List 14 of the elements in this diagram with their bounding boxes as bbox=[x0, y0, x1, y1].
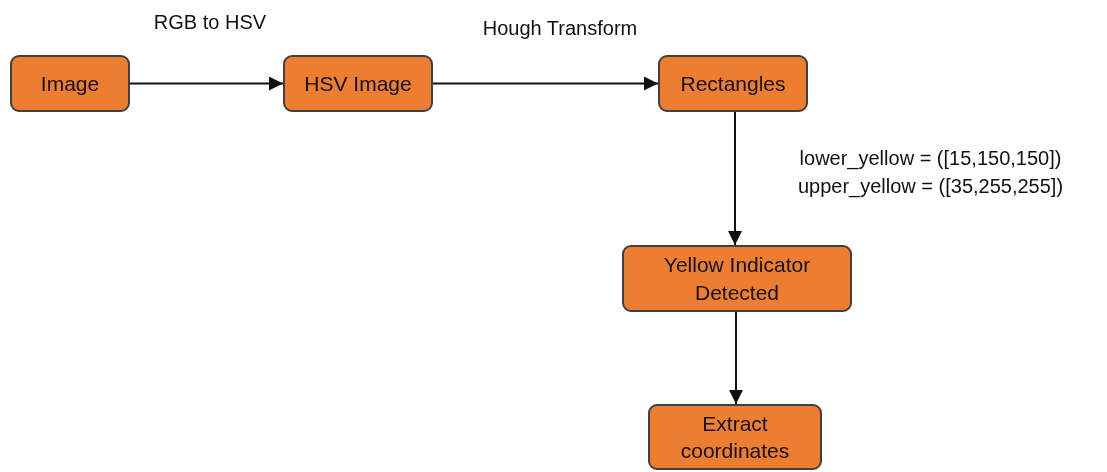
arrow bbox=[729, 311, 743, 405]
arrow bbox=[129, 76, 284, 91]
process-box bbox=[283, 55, 433, 112]
arrow bbox=[432, 76, 659, 91]
box-label: HSV Image bbox=[304, 70, 412, 97]
box-label: Yellow Indicator Detected bbox=[662, 252, 812, 306]
box-label: Image bbox=[40, 70, 100, 97]
box-label: Rectangles bbox=[680, 70, 786, 97]
process-box bbox=[648, 404, 822, 470]
process-box bbox=[658, 55, 808, 112]
process-box bbox=[622, 245, 852, 312]
arrow bbox=[728, 111, 742, 246]
process-box bbox=[10, 55, 130, 112]
box-label: Extract coordinates bbox=[679, 410, 791, 464]
